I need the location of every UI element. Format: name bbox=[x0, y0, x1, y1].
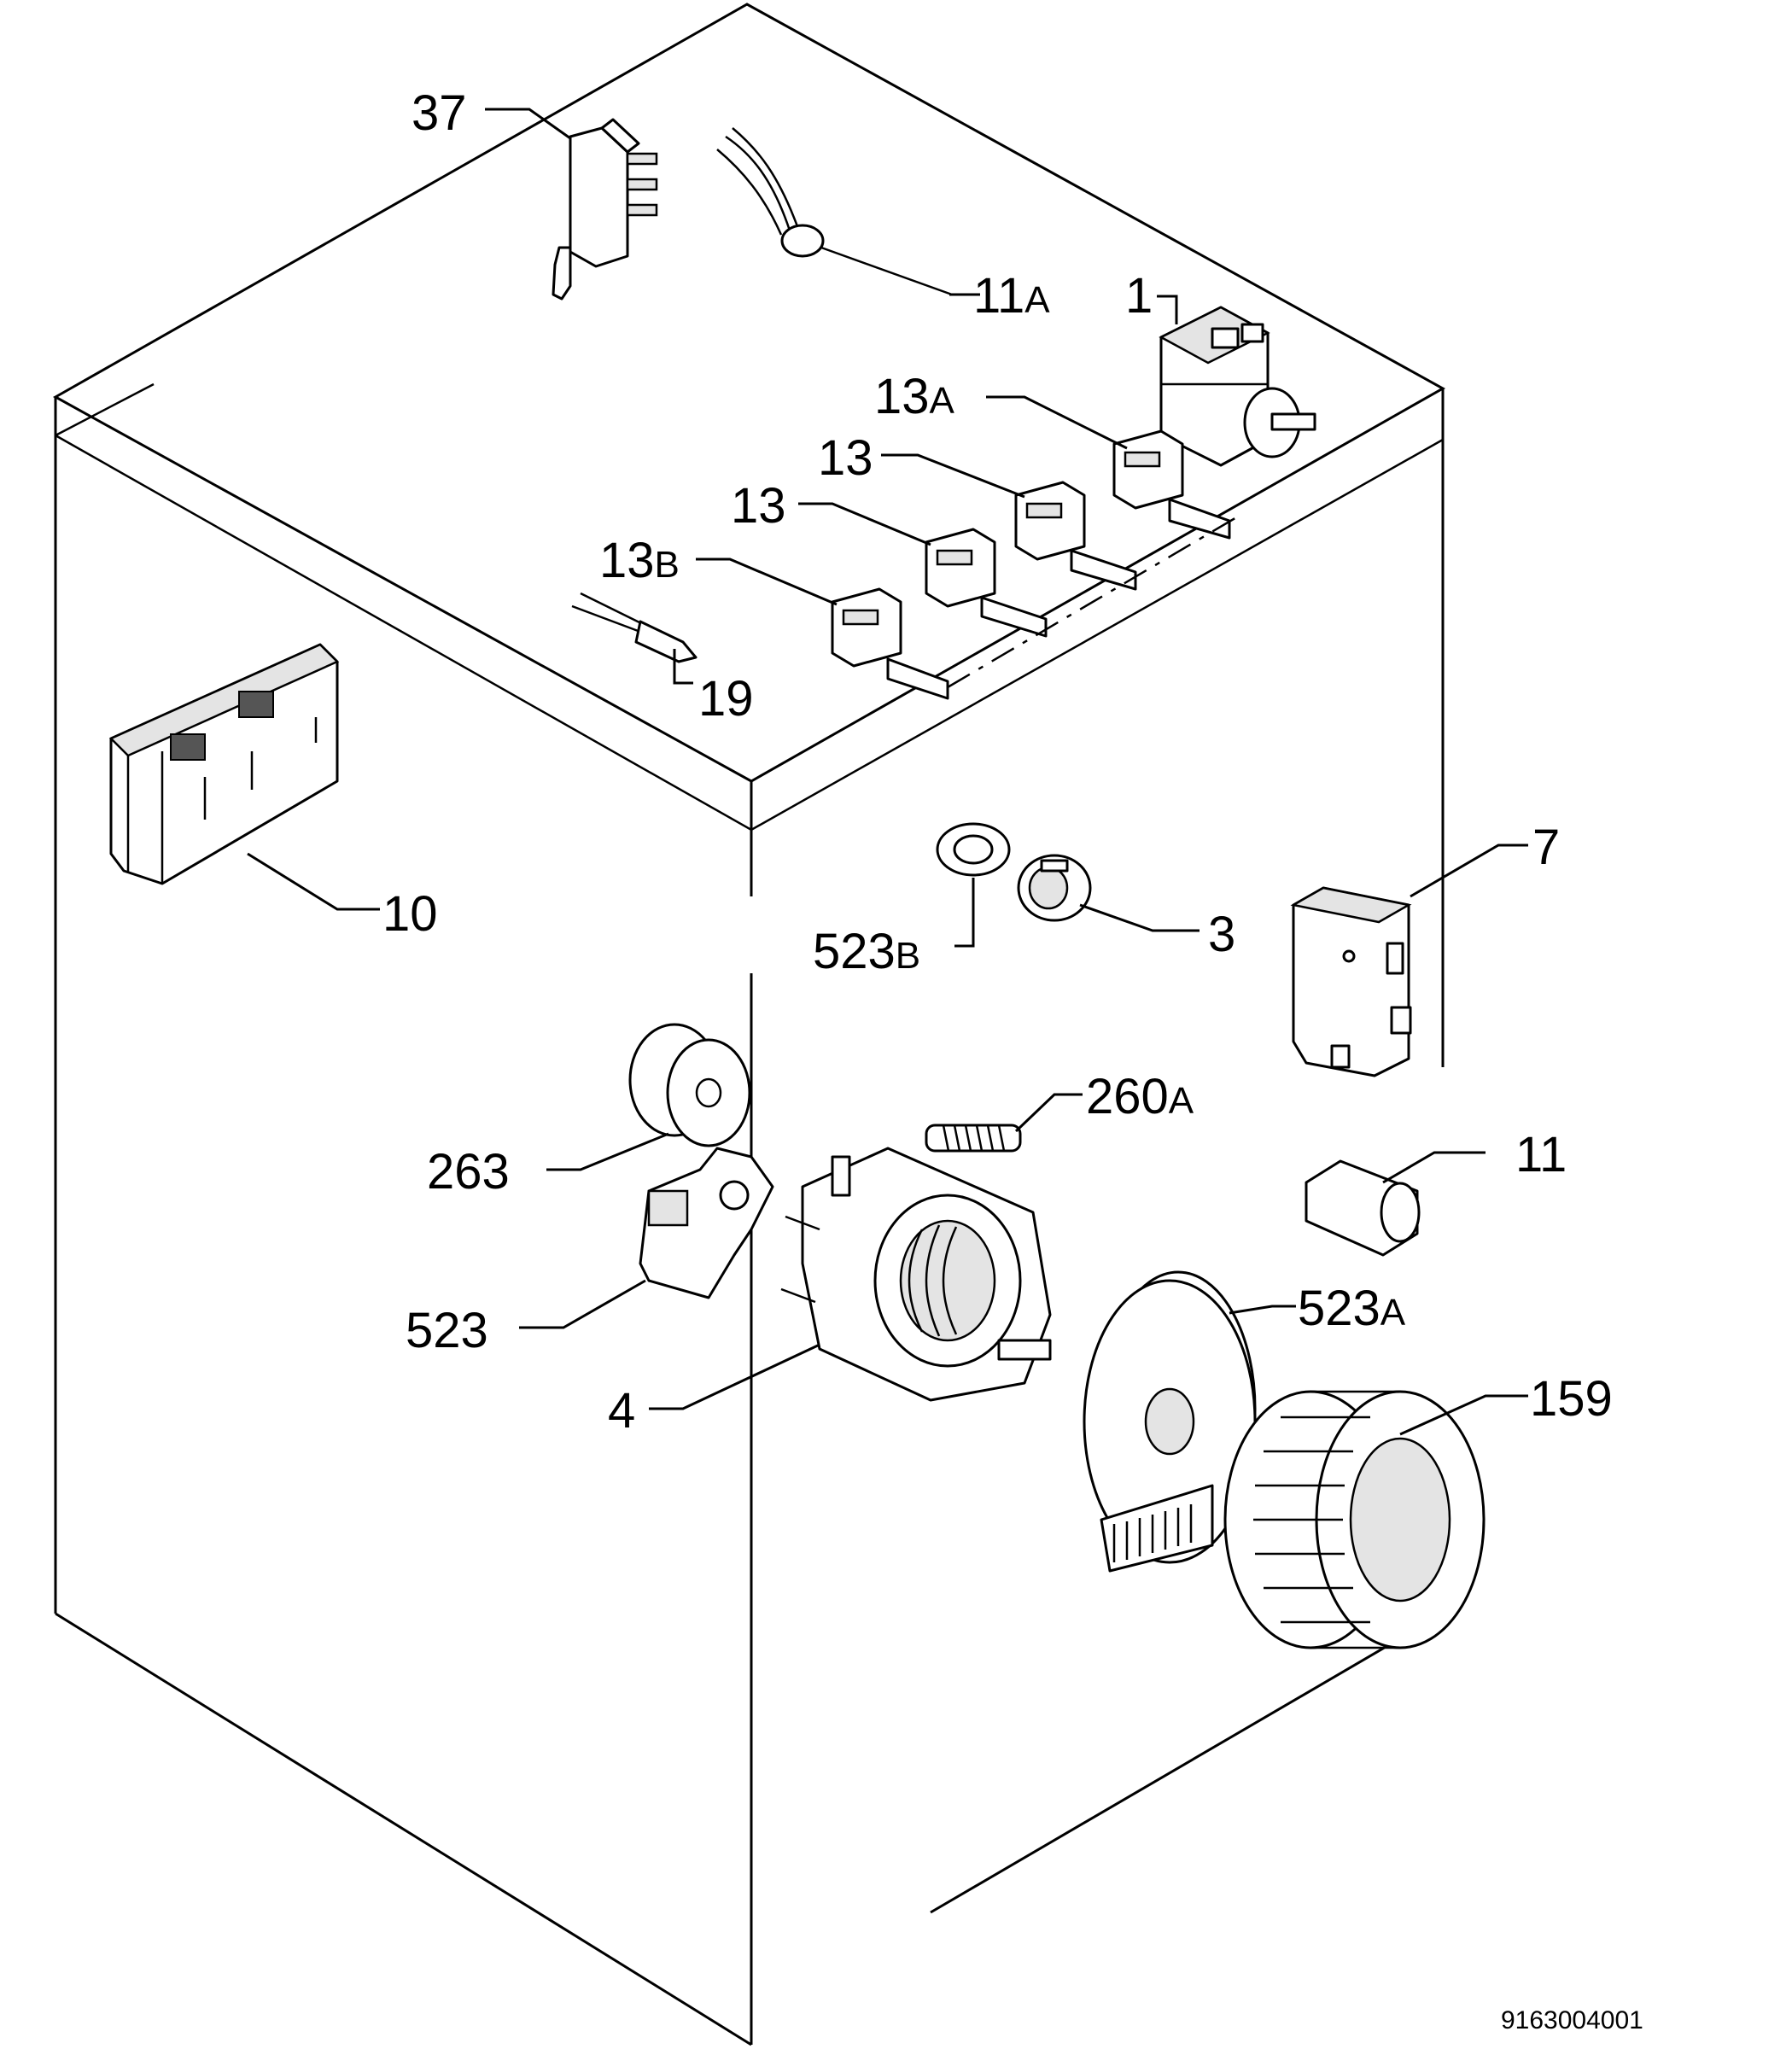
temperature-probe-part-19 bbox=[571, 592, 698, 663]
push-switch-part-13a bbox=[1112, 429, 1231, 540]
push-switch-part-13b bbox=[831, 587, 949, 700]
callout-159: 159 bbox=[1530, 1371, 1613, 1427]
callout-10: 10 bbox=[382, 886, 438, 942]
clip-ring-part-523b bbox=[936, 822, 1011, 877]
suppressor-capacitor-part-11a bbox=[716, 127, 953, 296]
callout-13-lower: 13 bbox=[731, 478, 786, 534]
motor-bracket-part-523 bbox=[639, 1147, 774, 1299]
appliance-cabinet bbox=[52, 3, 1446, 2046]
push-switch-part-13-lower bbox=[925, 528, 1048, 638]
blower-wheel-part-159 bbox=[1223, 1390, 1486, 1649]
pulley-part-263 bbox=[628, 1023, 751, 1147]
callout-13-upper: 13 bbox=[818, 430, 873, 486]
tension-spring-part-260a bbox=[925, 1124, 1022, 1153]
callout-13b: 13B bbox=[599, 533, 680, 588]
callout-3: 3 bbox=[1208, 907, 1235, 962]
reference-code: 9163004001 bbox=[1501, 2006, 1643, 2034]
terminal-block-part-37 bbox=[552, 118, 658, 301]
callout-11a: 11A bbox=[973, 268, 1050, 324]
callout-260a: 260A bbox=[1086, 1069, 1194, 1124]
push-switch-part-13-upper bbox=[1014, 481, 1137, 591]
leader-lines bbox=[247, 108, 1528, 1436]
door-lock-part-7 bbox=[1290, 886, 1412, 1077]
callout-523b: 523B bbox=[813, 924, 920, 979]
filter-module-part-10 bbox=[108, 643, 340, 885]
callout-263: 263 bbox=[427, 1144, 510, 1200]
callout-13a: 13A bbox=[874, 369, 955, 424]
drive-motor-part-4 bbox=[780, 1147, 1052, 1402]
capacitor-part-11 bbox=[1305, 1159, 1421, 1257]
callout-523: 523 bbox=[406, 1303, 488, 1358]
fan-housing-part-523a bbox=[1083, 1270, 1257, 1573]
callout-19: 19 bbox=[698, 671, 754, 727]
callout-4: 4 bbox=[608, 1383, 635, 1439]
callout-11: 11 bbox=[1515, 1127, 1567, 1182]
program-selector-part-1 bbox=[1159, 306, 1316, 467]
callout-37: 37 bbox=[412, 85, 467, 141]
bearing-bush-part-3 bbox=[1017, 854, 1092, 922]
callout-1: 1 bbox=[1125, 268, 1153, 324]
callout-7: 7 bbox=[1532, 820, 1560, 875]
callout-523a: 523A bbox=[1298, 1281, 1406, 1336]
callout-labels: 37 11A 1 13A 13 13 13B 19 10 7 523B 3 26… bbox=[382, 85, 1643, 2034]
